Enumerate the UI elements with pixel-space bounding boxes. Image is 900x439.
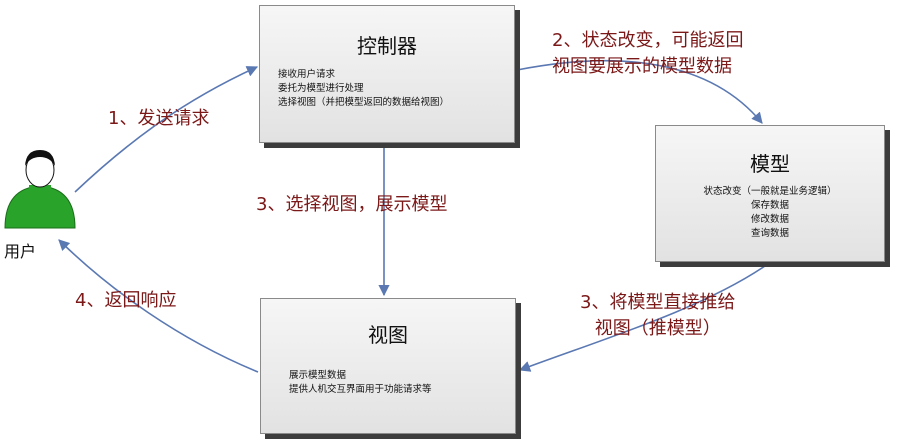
model-title: 模型 <box>750 152 790 176</box>
model-line: 保存数据 <box>750 200 789 211</box>
user-icon <box>4 150 76 229</box>
model-line: 查询数据 <box>750 228 789 239</box>
user-label: 用户 <box>4 242 37 261</box>
view-line: 展示模型数据 <box>289 370 347 381</box>
arrow-return-response <box>58 239 259 373</box>
model-line: 状态改变（一般就是业务逻辑） <box>703 186 837 197</box>
push-model-line: 3、将模型直接推给 <box>580 292 736 313</box>
push-model-label: 3、将模型直接推给 视图（推模型） <box>580 290 735 342</box>
controller-line: 选择视图（并把模型返回的数据给视图） <box>278 97 450 108</box>
controller-line: 委托为模型进行处理 <box>278 83 364 94</box>
view-lines: 展示模型数据 提供人机交互界面用于功能请求等 <box>289 369 432 397</box>
arrow-send-request <box>74 66 259 193</box>
state-change-line: 2、状态改变，可能返回 <box>552 30 744 51</box>
send-request-label: 1、发送请求 <box>108 108 210 129</box>
view-line: 提供人机交互界面用于功能请求等 <box>289 384 432 395</box>
view-title: 视图 <box>368 323 408 347</box>
model-lines: 状态改变（一般就是业务逻辑） 保存数据 修改数据 查询数据 <box>656 185 884 241</box>
controller-title: 控制器 <box>357 34 417 58</box>
select-view-label: 3、选择视图，展示模型 <box>256 194 448 215</box>
controller-box: 控制器 接收用户请求 委托为模型进行处理 选择视图（并把模型返回的数据给视图） <box>259 5 515 143</box>
push-model-line: 视图（推模型） <box>594 318 721 339</box>
state-change-line: 视图要展示的模型数据 <box>552 56 732 77</box>
model-box: 模型 状态改变（一般就是业务逻辑） 保存数据 修改数据 查询数据 <box>655 125 885 262</box>
controller-lines: 接收用户请求 委托为模型进行处理 选择视图（并把模型返回的数据给视图） <box>278 68 449 110</box>
return-response-label: 4、返回响应 <box>75 290 177 311</box>
view-box: 视图 展示模型数据 提供人机交互界面用于功能请求等 <box>260 298 516 434</box>
controller-line: 接收用户请求 <box>278 69 336 80</box>
model-line: 修改数据 <box>750 214 789 225</box>
state-change-label: 2、状态改变，可能返回 视图要展示的模型数据 <box>552 28 743 80</box>
arrow-push-model <box>518 265 766 372</box>
arrow-state-change <box>516 59 763 124</box>
